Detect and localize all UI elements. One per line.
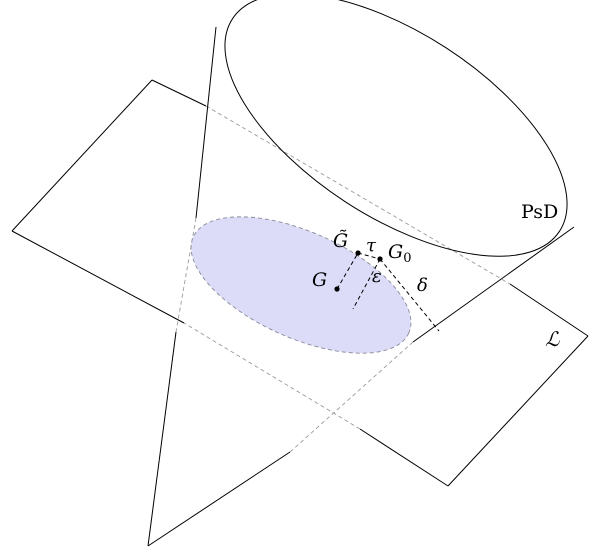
plane-edge-top-hidden <box>205 105 511 285</box>
plane-edge-bottom-visible-left <box>11 230 185 324</box>
psd-cone <box>147 0 575 547</box>
point-g0 <box>377 256 383 262</box>
plane-edge-left <box>11 79 153 232</box>
cone-generator-left-lower <box>147 331 177 547</box>
cone-opening-ellipse <box>224 0 568 257</box>
plane-edge-top-visible-right <box>509 283 589 337</box>
label-tau: τ <box>366 235 377 256</box>
plane-edge-right <box>447 335 589 487</box>
label-psd: PsD <box>521 201 558 223</box>
segment-epsilon <box>352 258 381 310</box>
label-g0: G0 <box>388 241 411 266</box>
cone-generator-right-lower <box>147 451 291 547</box>
label-g-tilde: G̃ <box>333 230 348 252</box>
intersection-ellipse <box>190 216 412 354</box>
plane-edge-top-visible-left <box>151 79 207 107</box>
cone-generator-right-hidden <box>289 341 414 453</box>
plane-edge-bottom-visible-right <box>359 428 449 487</box>
cone-generator-left-upper <box>195 26 217 219</box>
affine-plane <box>11 79 589 487</box>
points <box>334 250 383 292</box>
segment-delta <box>379 258 440 332</box>
label-delta: δ <box>417 275 428 296</box>
point-g-tilde <box>355 250 361 256</box>
label-g: G <box>312 269 327 291</box>
label-g0-base: G <box>388 241 403 263</box>
segment-tau <box>357 252 381 260</box>
cone-generator-right-upper <box>412 226 575 343</box>
cone-generator-left-hidden <box>175 217 197 333</box>
labels: PsD ℒ G̃ τ G0 G ε δ <box>312 201 560 351</box>
construction-lines <box>336 252 440 332</box>
label-epsilon: ε <box>372 266 382 287</box>
plane-edge-bottom-hidden <box>183 322 361 430</box>
label-g0-sub: 0 <box>403 251 411 266</box>
point-g <box>334 286 340 292</box>
label-subspace: ℒ <box>545 327 560 351</box>
